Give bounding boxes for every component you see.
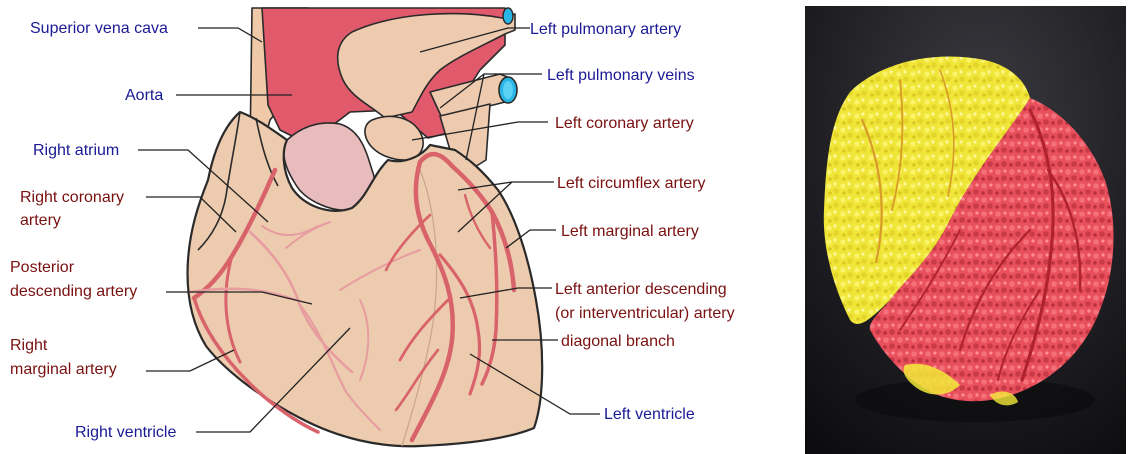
label-aorta: Aorta	[125, 87, 163, 104]
label-superior-vena-cava: Superior vena cava	[30, 20, 168, 37]
label-right-coronary-artery-line2: artery	[20, 212, 61, 229]
label-lad-line2: (or interventricular) artery	[555, 305, 735, 322]
label-right-atrium: Right atrium	[33, 142, 119, 159]
label-posterior-descending-line2: descending artery	[10, 283, 137, 300]
label-right-marginal-line1: Right	[10, 337, 48, 354]
label-right-ventricle: Right ventricle	[75, 424, 176, 441]
label-posterior-descending-line1: Posterior	[10, 259, 75, 276]
pulmonary-artery-lumen	[503, 8, 513, 24]
label-left-coronary-artery: Left coronary artery	[555, 115, 694, 132]
label-left-ventricle: Left ventricle	[604, 406, 695, 423]
label-diagonal-branch: diagonal branch	[561, 333, 675, 350]
label-lad-line1: Left anterior descending	[555, 281, 727, 298]
label-right-marginal-line2: marginal artery	[10, 361, 117, 378]
label-left-pulmonary-veins: Left pulmonary veins	[547, 67, 695, 84]
label-left-circumflex-artery: Left circumflex artery	[557, 175, 705, 192]
heart-cast-photo	[805, 6, 1126, 454]
label-right-coronary-artery-line1: Right coronary	[20, 189, 124, 206]
label-left-marginal-artery: Left marginal artery	[561, 223, 699, 240]
label-left-pulmonary-artery: Left pulmonary artery	[530, 21, 681, 38]
